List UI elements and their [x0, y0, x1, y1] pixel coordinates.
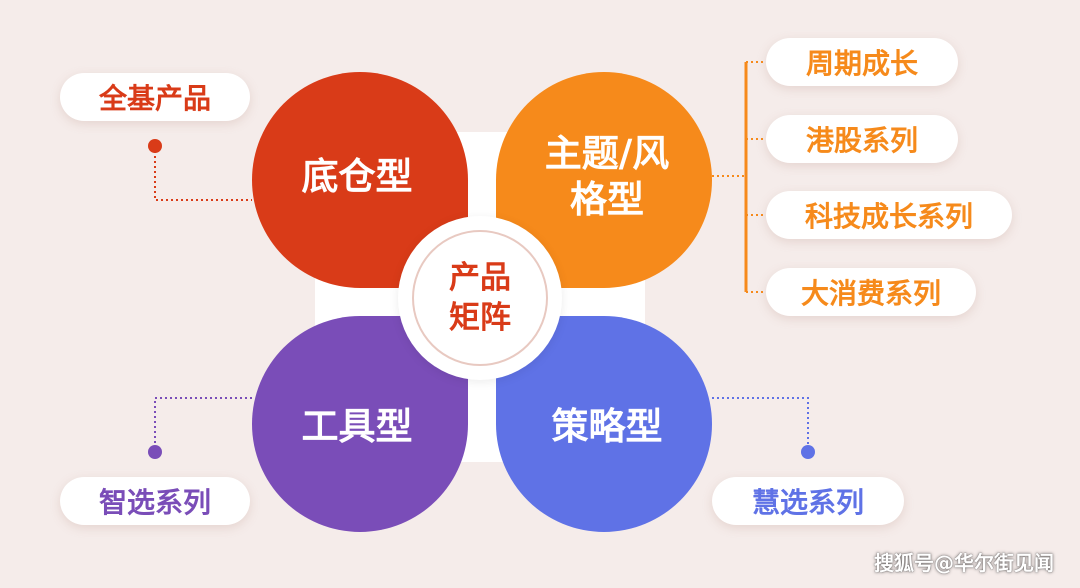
label-tech-growth-series: 科技成长系列 [766, 191, 1012, 239]
center-title-line2: 矩阵 [449, 300, 511, 336]
label-cyclical-growth: 周期成长 [766, 38, 958, 86]
label-wise-select-series: 慧选系列 [712, 477, 904, 525]
watermark: 搜狐号@华尔街见闻 [874, 551, 1054, 575]
label-hk-stock-series: 港股系列 [766, 115, 958, 163]
connector-dot-red [148, 139, 162, 153]
quadrant-base-type-label: 底仓型 [301, 155, 413, 198]
quadrant-theme-style-type-label: 主题/风格型 [544, 132, 670, 221]
center-title-line1: 产品 [449, 260, 511, 296]
center-title: 产品 矩阵 [438, 258, 522, 338]
quadrant-strategy-type-label: 策略型 [551, 405, 663, 448]
label-consumer-series: 大消费系列 [766, 268, 976, 316]
label-smart-select-series: 智选系列 [60, 477, 250, 525]
connector-dot-blue [801, 445, 815, 459]
quadrant-tool-type-label: 工具型 [301, 405, 413, 448]
center-circle: 产品 矩阵 [412, 230, 548, 366]
connector-dot-purple [148, 445, 162, 459]
label-all-fund-products: 全基产品 [60, 73, 250, 121]
quadrant-theme-style-type: 主题/风格型 [496, 72, 712, 288]
